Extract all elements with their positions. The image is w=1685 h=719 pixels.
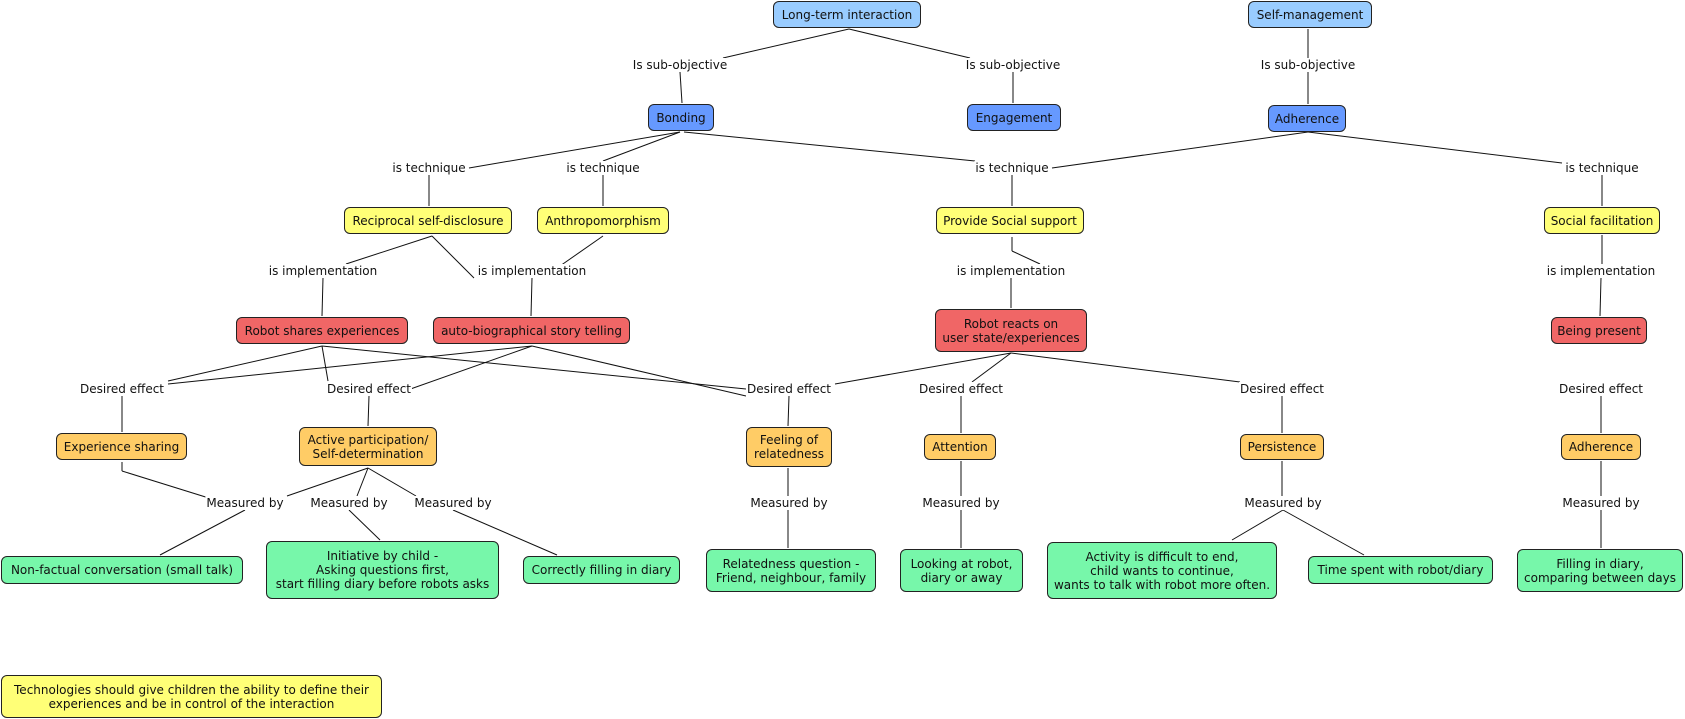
node-filling-diary: Filling in diary, comparing between days [1517,549,1683,592]
node-small-talk: Non-factual conversation (small talk) [1,556,243,584]
link-label-l-sub1: Is sub-objective [631,58,729,72]
link-label-l-impl1: is implementation [267,264,379,278]
connector-line [401,345,533,393]
connector-line [602,131,681,162]
node-reciprocal: Reciprocal self-disclosure [344,207,512,234]
link-label-l-eff4: Desired effect [917,382,1005,396]
link-label-l-tech1: is technique [391,161,467,175]
node-persistence: Persistence [1240,434,1324,460]
connector-line [722,28,850,59]
node-correct-diary: Correctly filling in diary [523,556,680,584]
connector-line [1010,352,1241,383]
link-label-l-sub2: Is sub-objective [964,58,1062,72]
connector-line [848,28,971,59]
connector-line [1282,509,1365,556]
node-anthropo: Anthropomorphism [537,207,669,234]
connector-line [787,395,790,427]
node-looking: Looking at robot, diary or away [900,549,1023,592]
node-relatedness: Feeling of relatedness [746,427,832,467]
connector-line [531,345,747,397]
connector-line [159,509,246,556]
node-robot-reacts: Robot reacts on user state/experiences [935,309,1087,352]
connector-line [367,467,417,497]
connector-line [367,395,370,427]
link-label-l-eff1: Desired effect [78,382,166,396]
link-label-l-impl4: is implementation [1545,264,1657,278]
link-label-l-eff5: Desired effect [1238,382,1326,396]
node-attention: Attention [924,434,996,460]
node-relatedness-q: Relatedness question - Friend, neighbour… [706,549,876,592]
connector-line [167,345,323,382]
node-exp-sharing: Experience sharing [56,433,187,460]
node-long-term: Long-term interaction [773,1,921,28]
link-label-l-sub3: Is sub-objective [1259,58,1357,72]
connector-line [1011,250,1041,265]
connector-line [468,131,681,169]
link-label-l-meas1: Measured by [205,496,285,510]
node-bonding: Bonding [648,104,714,131]
connector-line [1051,131,1309,169]
node-note: Technologies should give children the ab… [1,675,382,718]
connector-line [834,352,1012,385]
link-label-l-eff2: Desired effect [325,382,413,396]
connector-line [971,352,1012,383]
connector-line [431,235,475,279]
node-being-present: Being present [1551,317,1647,344]
link-label-l-tech3: is technique [974,161,1050,175]
node-social-support: Provide Social support [936,207,1084,234]
connector-line [348,509,381,541]
link-label-l-impl2: is implementation [476,264,588,278]
node-engagement: Engagement [967,104,1061,131]
connector-line [121,470,213,500]
connector-line [167,345,533,385]
link-label-l-meas3: Measured by [413,496,493,510]
node-time-spent: Time spent with robot/diary [1308,556,1493,584]
connector-line [356,467,369,497]
connector-line [1599,277,1602,317]
link-label-l-eff6: Desired effect [1557,382,1645,396]
node-robot-shares: Robot shares experiences [236,317,408,344]
link-label-l-meas4: Measured by [749,496,829,510]
link-label-l-meas6: Measured by [1243,496,1323,510]
connector-line [452,509,558,556]
link-label-l-impl3: is implementation [955,264,1067,278]
node-autobio: auto-biographical story telling [433,317,630,344]
link-label-l-tech2: is technique [565,161,641,175]
node-self-mgmt: Self-management [1248,1,1372,28]
connector-line [345,235,433,265]
node-adherence-obj: Adherence [1268,105,1346,132]
link-label-l-meas7: Measured by [1561,496,1641,510]
node-active-part: Active participation/ Self-determination [299,427,437,466]
node-adherence-eff: Adherence [1561,434,1641,460]
link-label-l-tech4: is technique [1564,161,1640,175]
connector-line [321,277,324,317]
node-social-fac: Social facilitation [1544,207,1660,234]
connector-line [1307,131,1563,164]
connector-line [559,235,604,267]
connector-line [1231,509,1284,541]
node-initiative: Initiative by child - Asking questions f… [266,541,499,599]
connector-line [321,345,329,382]
connector-line [286,467,369,497]
connector-line [683,131,976,162]
link-label-l-meas2: Measured by [309,496,389,510]
node-activity-end: Activity is difficult to end, child want… [1047,542,1277,599]
link-label-l-meas5: Measured by [921,496,1001,510]
connector-line [679,71,683,104]
connector-line [321,345,747,390]
link-label-l-eff3: Desired effect [745,382,833,396]
connector-line [530,277,533,317]
